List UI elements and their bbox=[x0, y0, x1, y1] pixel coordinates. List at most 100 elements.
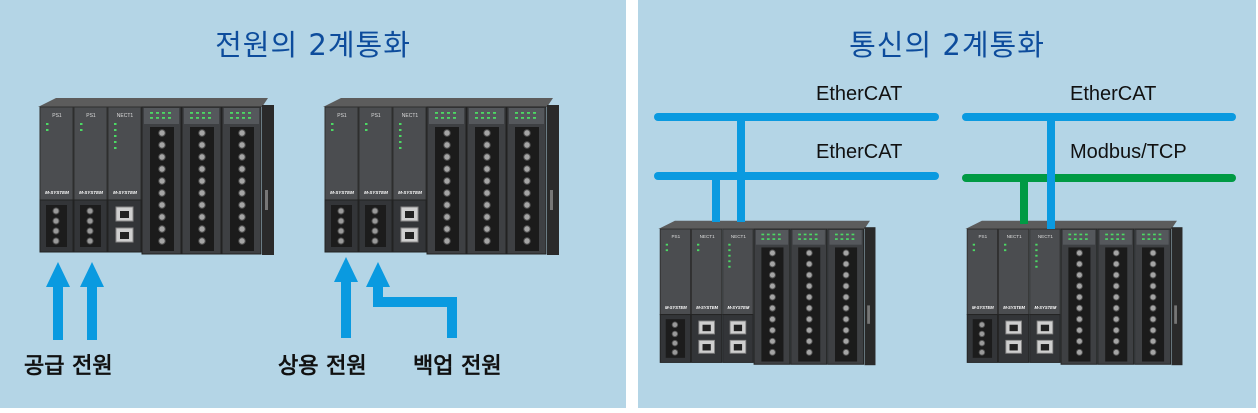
status-led bbox=[809, 233, 812, 236]
status-led bbox=[814, 238, 818, 240]
terminal-screw bbox=[483, 201, 491, 209]
terminal-screw bbox=[769, 304, 776, 312]
ethercat-label: EtherCAT bbox=[816, 141, 903, 163]
device-side-panel bbox=[547, 105, 559, 255]
rj45-port-opening bbox=[1040, 344, 1050, 351]
terminal-screw bbox=[483, 225, 491, 233]
terminal-screw bbox=[805, 271, 813, 279]
module-front bbox=[1029, 228, 1061, 316]
status-led bbox=[481, 117, 484, 119]
status-led bbox=[1121, 238, 1125, 240]
status-led bbox=[772, 233, 776, 236]
status-led bbox=[521, 112, 524, 114]
terminal-column bbox=[835, 247, 858, 362]
status-led bbox=[441, 117, 444, 119]
terminal-screw bbox=[805, 282, 813, 290]
status-led bbox=[114, 147, 117, 149]
terminal-screw bbox=[671, 339, 679, 347]
status-led bbox=[533, 117, 536, 119]
terminal-screw bbox=[443, 165, 451, 173]
rj45-port-opening bbox=[405, 211, 414, 218]
status-led bbox=[766, 233, 770, 236]
terminal-screw bbox=[1149, 282, 1157, 290]
status-led bbox=[972, 243, 976, 246]
status-led bbox=[840, 233, 844, 236]
status-led bbox=[835, 238, 838, 240]
status-led bbox=[80, 129, 83, 131]
status-led bbox=[697, 249, 700, 252]
status-led bbox=[1035, 254, 1038, 257]
brand-logo: M-SYSTEM bbox=[972, 305, 994, 310]
terminal-screw bbox=[1076, 348, 1083, 356]
module-label: PS1 bbox=[52, 113, 62, 119]
terminal-column bbox=[1142, 247, 1165, 362]
status-led bbox=[851, 238, 855, 240]
status-led bbox=[230, 117, 233, 119]
terminal-screw bbox=[52, 227, 60, 235]
terminal-screw bbox=[842, 304, 850, 312]
terminal-screw bbox=[805, 304, 813, 312]
rj45-port-opening bbox=[405, 232, 414, 239]
device-top-face bbox=[323, 98, 553, 107]
status-led bbox=[665, 243, 669, 246]
status-led bbox=[1004, 249, 1007, 252]
status-led bbox=[1073, 233, 1077, 236]
power-arrow-shaft bbox=[53, 285, 63, 340]
terminal-screw bbox=[337, 207, 345, 215]
status-led bbox=[196, 117, 199, 119]
device-side-label bbox=[550, 190, 553, 210]
terminal-screw bbox=[86, 217, 94, 225]
terminal-screw bbox=[769, 293, 776, 301]
status-led bbox=[1147, 233, 1151, 236]
terminal-screw bbox=[1149, 249, 1157, 257]
status-led bbox=[1073, 238, 1077, 240]
status-led bbox=[803, 238, 807, 240]
terminal-screw bbox=[523, 177, 531, 185]
device-top-face bbox=[38, 98, 268, 107]
status-led bbox=[798, 233, 801, 236]
status-led bbox=[236, 112, 239, 114]
status-led bbox=[1116, 238, 1119, 240]
terminal-screw bbox=[238, 201, 246, 209]
brand-logo: M-SYSTEM bbox=[728, 305, 750, 310]
terminal-screw bbox=[1112, 260, 1120, 268]
status-led bbox=[761, 238, 765, 240]
terminal-screw bbox=[198, 237, 206, 245]
module-label: NECT1 bbox=[1007, 234, 1023, 239]
terminal-screw bbox=[1112, 249, 1120, 257]
terminal-screw bbox=[978, 330, 986, 338]
terminal-screw bbox=[523, 153, 531, 161]
status-led bbox=[697, 243, 700, 246]
status-led bbox=[515, 117, 518, 119]
status-led bbox=[453, 112, 456, 114]
status-led bbox=[208, 117, 211, 119]
status-led bbox=[1121, 233, 1125, 236]
status-led bbox=[114, 141, 117, 143]
status-led bbox=[728, 243, 731, 246]
status-led bbox=[447, 112, 450, 114]
status-led bbox=[435, 117, 438, 119]
terminal-screw bbox=[1149, 271, 1157, 279]
modbus-tcp-label: Modbus/TCP bbox=[1070, 141, 1187, 163]
terminal-screw bbox=[443, 129, 451, 137]
status-led bbox=[248, 117, 251, 119]
ethercat-label: EtherCAT bbox=[1070, 83, 1157, 105]
terminal-block bbox=[331, 205, 352, 247]
terminal-screw bbox=[769, 271, 776, 279]
terminal-screw bbox=[978, 321, 986, 328]
device-side-panel bbox=[262, 105, 274, 255]
status-led bbox=[475, 112, 478, 114]
status-led bbox=[777, 233, 781, 236]
terminal-screw bbox=[842, 249, 850, 257]
terminal-screw bbox=[1076, 337, 1083, 345]
terminal-screw bbox=[158, 141, 166, 149]
status-led bbox=[1084, 238, 1088, 240]
status-led bbox=[481, 112, 484, 114]
status-led bbox=[1004, 243, 1007, 246]
status-led bbox=[1068, 233, 1072, 236]
terminal-screw bbox=[671, 349, 679, 356]
